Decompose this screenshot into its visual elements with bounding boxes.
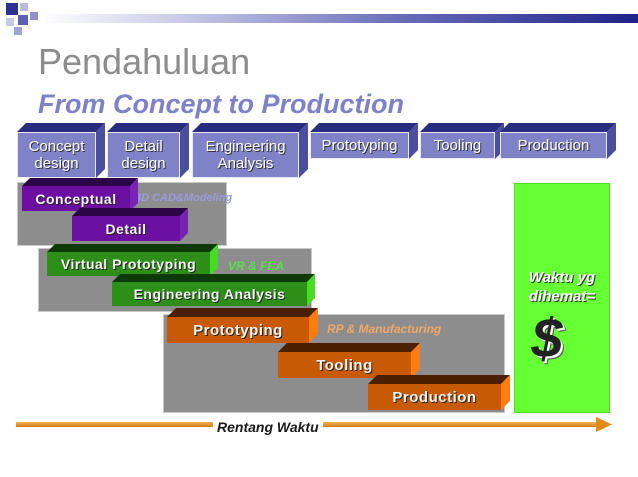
header-box-label: Analysis <box>217 155 274 172</box>
time-savings-panel <box>514 183 610 413</box>
phase-bar-virtual-prototyping: Virtual Prototyping <box>47 244 218 276</box>
phase-bar-engineering-analysis: Engineering Analysis <box>112 274 315 306</box>
header-box-label: Concept <box>28 138 85 155</box>
phase-label: Virtual Prototyping <box>47 252 210 276</box>
dollar-symbol: $ <box>531 306 563 369</box>
header-box-prototyping: Prototyping <box>310 123 418 159</box>
phase-label: Production <box>368 384 501 410</box>
header-box-label: Detail <box>124 138 163 155</box>
header-box-tooling: Tooling <box>420 123 504 159</box>
savings-line: dihemat= <box>528 288 596 305</box>
cad-modeling-hint: 3D CAD&Modeling <box>135 192 233 204</box>
phase-label: Engineering Analysis <box>112 282 307 306</box>
phase-bar-production: Production <box>368 375 510 410</box>
rp-manufacturing-hint: RP & Manufacturing <box>327 322 442 336</box>
slide-subtitle: From Concept to Production <box>38 89 404 119</box>
top-gradient-band <box>40 14 638 23</box>
vr-fea-hint: VR & FEA <box>228 259 285 273</box>
slide-title: Pendahuluan <box>38 41 251 82</box>
phase-label: Conceptual <box>22 186 130 211</box>
phase-bar-conceptual: Conceptual <box>22 178 138 211</box>
header-box-label: Engineering <box>205 138 286 155</box>
savings-line: Waktu yg <box>528 269 596 286</box>
phase-bar-prototyping: Prototyping <box>167 308 318 343</box>
header-box-label: Production <box>517 137 590 154</box>
header-box-label: design <box>34 155 79 172</box>
header-box-label: Tooling <box>433 137 482 154</box>
phase-label: Tooling <box>278 352 411 378</box>
header-box-production: Production <box>500 123 616 159</box>
header-box-label: design <box>121 155 166 172</box>
time-savings-text: Waktu yg dihemat= <box>514 268 610 306</box>
phase-label: Detail <box>72 216 180 241</box>
phase-label: Prototyping <box>167 317 309 343</box>
phase-bar-detail: Detail <box>72 208 188 241</box>
header-box-label: Prototyping <box>321 137 398 154</box>
phase-bar-tooling: Tooling <box>278 343 420 378</box>
timeline-label: Rentang Waktu <box>213 419 323 435</box>
